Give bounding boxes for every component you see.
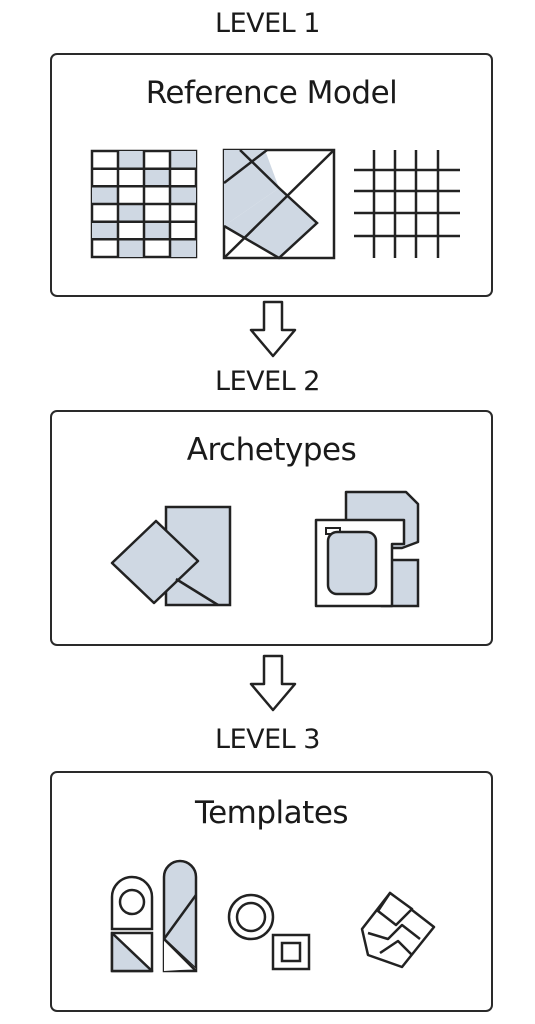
level-3-label: LEVEL 3 (215, 724, 320, 755)
level-2-title: Archetypes (186, 432, 357, 468)
diamond-square-icon (222, 148, 336, 260)
line-grid-icon (354, 150, 460, 258)
stacked-cards-icon (314, 490, 420, 608)
level-1-title: Reference Model (145, 75, 398, 111)
shaded-grid-icon (90, 149, 198, 259)
ring-square-icon (227, 893, 311, 971)
tilted-rectangles-icon (110, 505, 232, 607)
level-1-label: LEVEL 1 (215, 8, 320, 39)
level-3-title: Templates (194, 795, 349, 831)
level-2-panel: Archetypes (50, 410, 493, 646)
down-arrow-icon (249, 654, 297, 712)
level-3-panel: Templates (50, 771, 493, 1012)
down-arrow-icon (249, 300, 297, 358)
shapes-cluster-icon (110, 859, 198, 973)
level-2-label: LEVEL 2 (215, 366, 320, 397)
folded-polygon-icon (360, 891, 436, 969)
level-1-panel: Reference Model (50, 53, 493, 297)
